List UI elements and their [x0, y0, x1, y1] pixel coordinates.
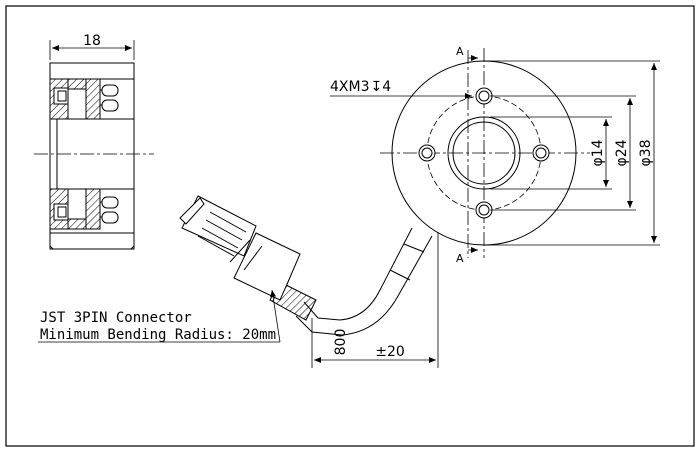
side-section-view	[34, 62, 154, 250]
mount-hole-right	[532, 144, 550, 162]
cable	[269, 227, 433, 336]
hole-callout: 4XM3↧4	[330, 79, 391, 95]
section-mark-top: A	[456, 45, 464, 58]
diameter-middle-label: φ24	[614, 139, 630, 166]
connector-note-leader	[38, 289, 281, 343]
cable-tolerance-label: ±20	[375, 344, 405, 360]
diameter-outer-label: φ38	[638, 139, 654, 166]
section-line	[467, 50, 478, 258]
diameter-inner-label: φ14	[590, 139, 606, 166]
width-dimension-label: 18	[83, 33, 101, 49]
cable-length-label: 800	[333, 329, 349, 356]
connector-note-line2: Minimum Bending Radius: 20mm	[40, 327, 276, 343]
width-dimension	[49, 40, 135, 60]
front-view	[380, 48, 590, 258]
section-mark-bottom: A	[456, 252, 464, 265]
jst-connector	[179, 195, 301, 301]
mount-hole-bottom	[475, 201, 493, 219]
cable-length-dimension	[311, 232, 439, 368]
diameter-dimensions	[484, 60, 660, 246]
drawing-border	[5, 5, 695, 447]
depth-symbol: ↧	[370, 79, 382, 95]
mount-hole-top	[475, 87, 493, 105]
mounting-holes	[418, 87, 550, 219]
connector-note-line1: JST 3PIN Connector	[40, 310, 192, 326]
mount-hole-left	[418, 144, 436, 162]
